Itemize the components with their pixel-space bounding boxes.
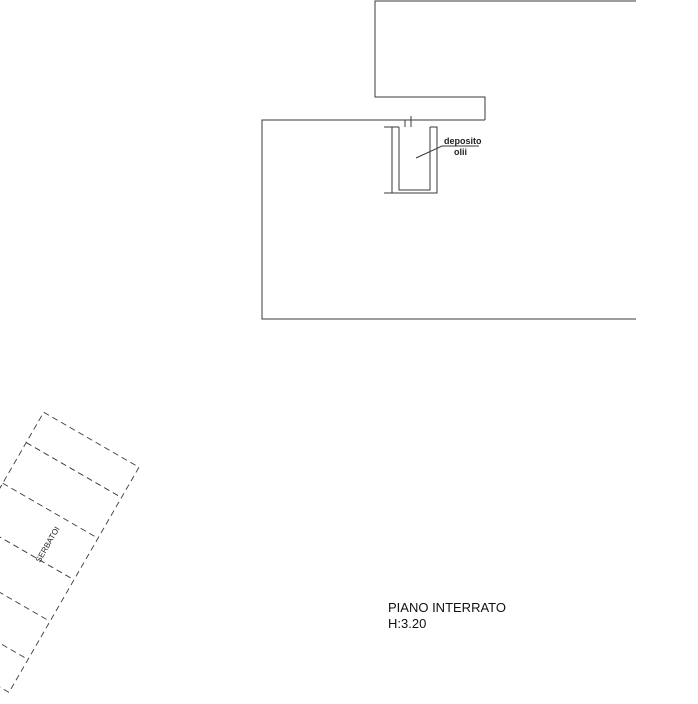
tanks-block <box>0 411 140 694</box>
tanks-label: SERBATOI <box>34 525 62 564</box>
upper-room-outline <box>374 0 636 120</box>
room-label-leader <box>415 145 479 159</box>
plan-height: H:3.20 <box>388 616 426 631</box>
room-label-line1: deposito <box>444 136 482 146</box>
main-room-outline <box>261 119 636 320</box>
room-label-line2: olii <box>454 147 467 157</box>
plan-title: PIANO INTERRATO <box>388 600 506 615</box>
oil-deposit-niche <box>384 116 438 194</box>
